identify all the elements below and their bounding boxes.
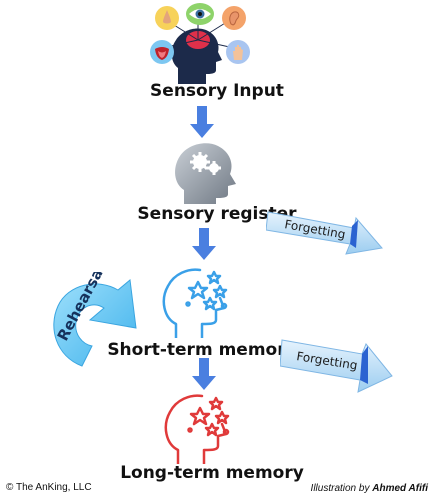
flow-arrow-down [190,106,214,138]
stars-head-icon-blue [158,262,238,338]
ear-icon [222,6,246,30]
nose-icon [155,6,179,30]
hand-icon [226,40,250,64]
forgetting-arrow-1: Forgetting [265,198,386,265]
gears-head-icon [170,140,240,204]
illustration-credit: Illustration by Ahmed Afifi [311,483,428,494]
stage-label-sensory-register: Sensory register [137,204,297,224]
stars-head-icon-red [160,390,240,464]
stage-label-short-term-memory: Short-term memory [107,340,297,360]
stage-label-sensory-input: Sensory Input [150,81,284,101]
tongue-icon [150,40,174,64]
credit-name: Ahmed Afifi [372,483,428,494]
flow-arrow-down [192,228,216,260]
stage-label-long-term-memory: Long-term memory [120,463,304,483]
flow-arrow-down [192,358,216,390]
rehearsal-arrow: Rehearsal [44,261,154,377]
credit-prefix: Illustration by [310,483,370,494]
eye-icon [186,3,214,25]
forgetting-arrow-2: Forgetting [279,332,400,403]
copyright-text: © The AnKing, LLC [6,482,92,493]
